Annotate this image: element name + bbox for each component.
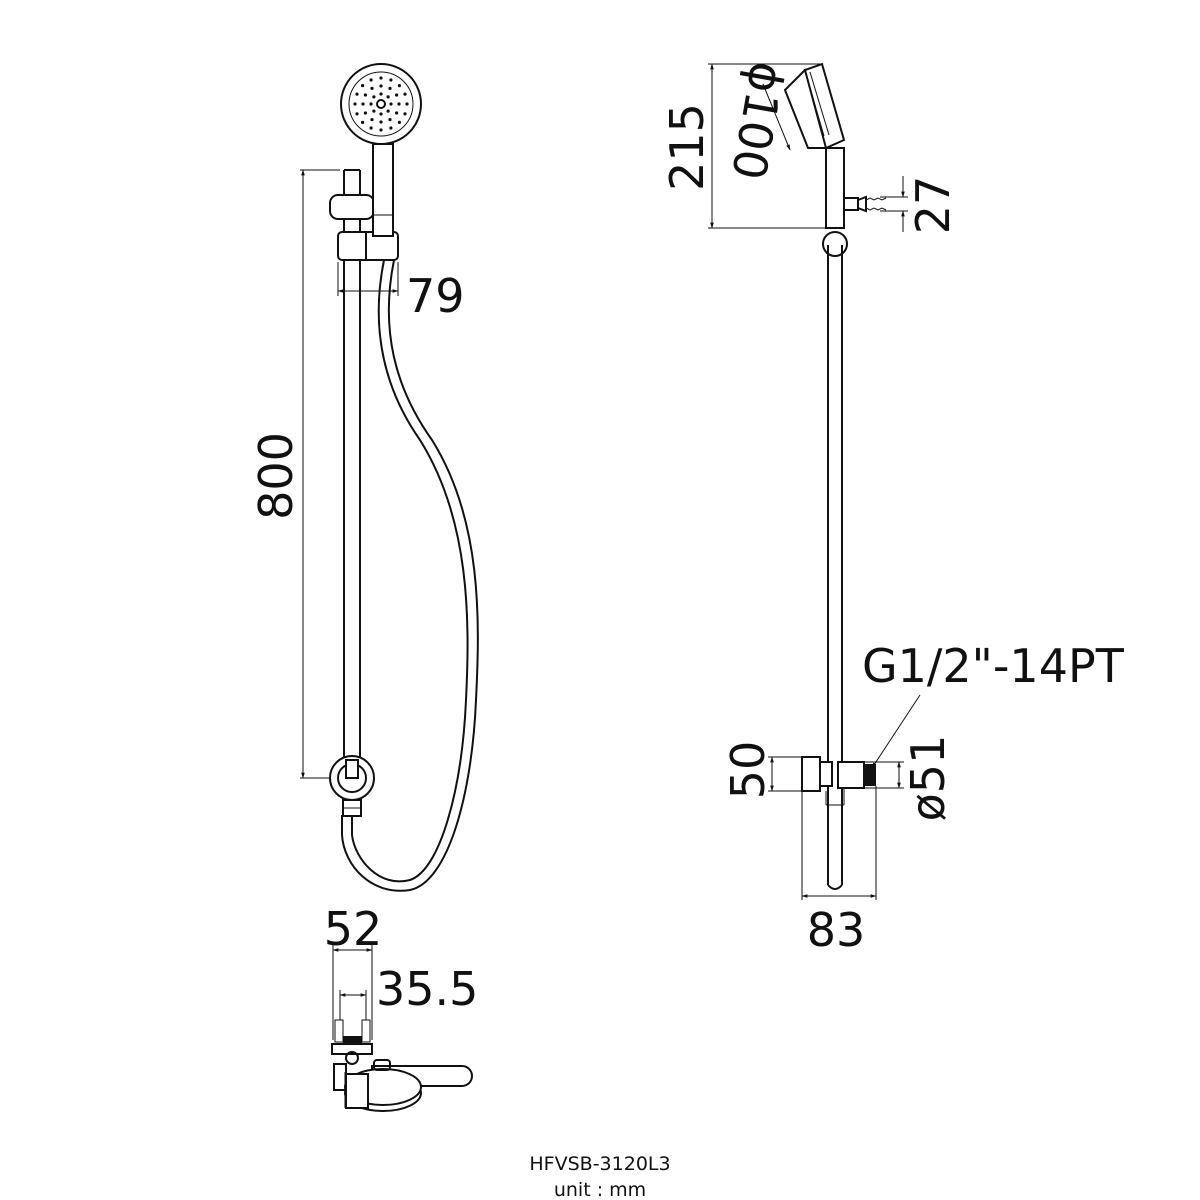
dim-83: 83 [801, 786, 877, 957]
slide-bar [343, 169, 361, 760]
dim-label-100: ϕ100 [721, 58, 795, 184]
nozzle-dot [386, 95, 390, 99]
unit-label: unit : mm [554, 1179, 646, 1200]
side-handle [825, 147, 887, 229]
nozzle-dot [389, 102, 393, 106]
nozzle-dot [389, 126, 393, 130]
dim-label-51: ø51 [901, 735, 955, 822]
nozzle-dot [369, 126, 373, 130]
nozzle-dot [372, 95, 376, 99]
side-elbow [801, 756, 876, 806]
nozzle-dot [379, 92, 383, 96]
dim-52: 52 [324, 902, 383, 1040]
nozzle-dot [388, 86, 392, 90]
dim-79: 79 [337, 262, 465, 323]
nozzle-dot [403, 92, 407, 96]
nozzle-dot [403, 112, 407, 116]
nozzle-dot [379, 112, 383, 116]
nozzle-dot [379, 128, 383, 132]
dim-215: 215 [660, 63, 826, 229]
nozzle-dot [369, 78, 373, 82]
nozzle-dot [379, 120, 383, 124]
nozzle-holes [353, 76, 409, 132]
nozzle-dot [389, 78, 393, 82]
nozzle-dot [379, 76, 383, 80]
dim-800: 800 [249, 169, 340, 779]
dim-27: 27 [880, 176, 960, 235]
hand-shower-head [340, 63, 422, 145]
bottom-elbow [329, 755, 375, 817]
dim-label-215: 215 [660, 103, 714, 191]
nozzle-dot [361, 102, 365, 106]
nozzle-dot [397, 102, 401, 106]
dim-label-52: 52 [324, 902, 383, 956]
model-number: HFVSB-3120L3 [529, 1153, 670, 1175]
hand-shower-handle [372, 143, 394, 237]
nozzle-dot [397, 120, 401, 124]
nozzle-dot [397, 84, 401, 88]
front-view: 800 79 [249, 63, 479, 892]
dim-51: ø51 [864, 735, 955, 822]
nozzle-dot [369, 102, 373, 106]
side-view: 215 ϕ100 27 G1/2"-14PT [660, 58, 1125, 957]
nozzle-dot [395, 93, 399, 97]
thread-spec-label: G1/2"-14PT [862, 639, 1125, 693]
top-view: 52 35.5 [324, 902, 478, 1112]
side-head [783, 62, 846, 150]
top-mount [331, 1019, 473, 1112]
nozzle-dot [363, 111, 367, 115]
dim-label-83: 83 [807, 903, 866, 957]
thread-callout: G1/2"-14PT [862, 639, 1125, 769]
title-block: HFVSB-3120L3 unit : mm [529, 1153, 670, 1200]
nozzle-dot [361, 120, 365, 124]
nozzle-dot [353, 102, 357, 106]
nozzle-dot [370, 86, 374, 90]
dim-label-35-5: 35.5 [376, 962, 478, 1016]
nozzle-dot [355, 92, 359, 96]
nozzle-dot [388, 118, 392, 122]
dim-50: 50 [721, 741, 804, 800]
nozzle-dot [405, 102, 409, 106]
dim-label-800: 800 [249, 432, 303, 520]
shower-hose [341, 259, 479, 892]
nozzle-dot [370, 118, 374, 122]
nozzle-dot [363, 93, 367, 97]
side-slide-bar [822, 231, 848, 890]
nozzle-dot [395, 111, 399, 115]
nozzle-dot [372, 109, 376, 113]
dim-100: ϕ100 [721, 58, 795, 184]
nozzle-dot [361, 84, 365, 88]
nozzle-dot [355, 112, 359, 116]
nozzle-dot [379, 84, 383, 88]
dim-label-27: 27 [906, 176, 960, 235]
nozzle-dot [386, 109, 390, 113]
dim-label-50: 50 [721, 741, 775, 800]
dim-35-5: 35.5 [339, 962, 478, 1020]
dim-label-79: 79 [406, 269, 465, 323]
